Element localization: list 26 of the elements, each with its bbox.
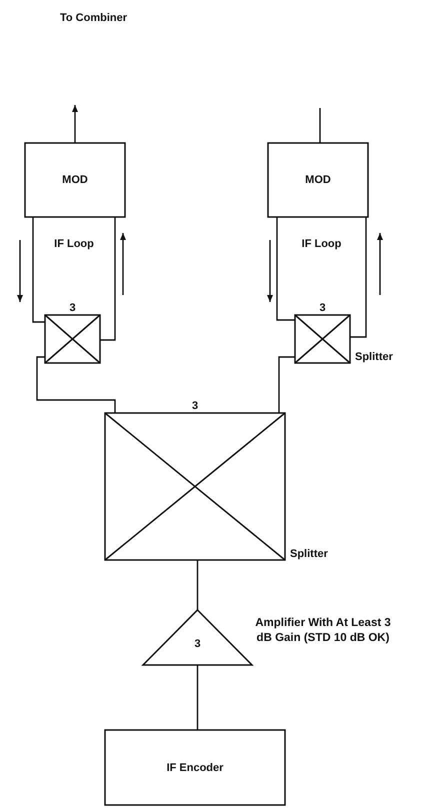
box-label: MOD — [62, 174, 88, 186]
box-label: IF Encoder — [166, 762, 224, 774]
connector-line — [196, 665, 198, 730]
connector-line — [72, 105, 78, 143]
port-count: 3 — [319, 302, 326, 314]
modulator-box — [25, 143, 125, 217]
connector-line — [278, 356, 295, 413]
port-count: 3 — [69, 302, 76, 314]
port-count: 3 — [194, 638, 201, 650]
connector-line — [196, 560, 198, 610]
connector-line — [100, 217, 116, 341]
connector-line — [276, 217, 295, 321]
component-caption: Amplifier With At Least 3 dB Gain (STD 10 dB OK) — [254, 616, 392, 646]
box-label: MOD — [305, 174, 331, 186]
loop-label: IF Loop — [54, 238, 94, 250]
encoder-box — [105, 730, 285, 805]
component-caption: Splitter — [355, 351, 393, 363]
port-count: 3 — [192, 400, 198, 412]
connector-line — [319, 108, 321, 143]
loop-label: IF Loop — [302, 238, 342, 250]
component-caption: Splitter — [290, 548, 328, 560]
title: To Combiner — [60, 12, 128, 24]
modulator-box — [268, 143, 368, 217]
connector-line — [36, 356, 116, 413]
connector-line — [32, 217, 45, 323]
connector-line — [350, 217, 367, 338]
